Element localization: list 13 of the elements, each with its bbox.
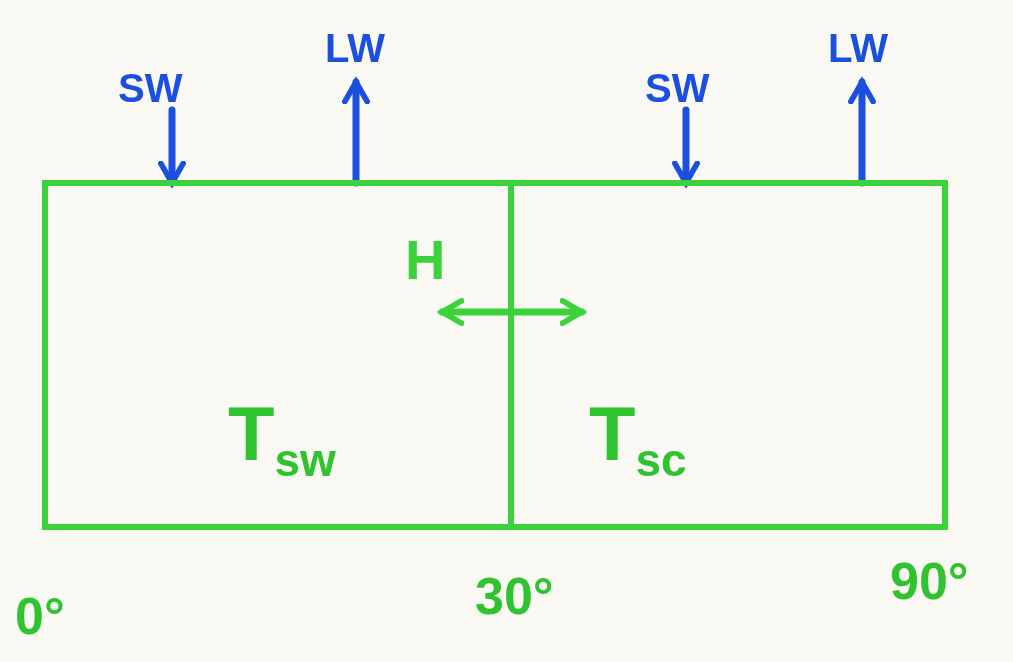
arrow xyxy=(672,106,700,187)
latitude-label: 90° xyxy=(890,555,969,607)
edge-label: LW xyxy=(325,28,385,68)
double-arrow xyxy=(438,298,586,326)
edge-label: LW xyxy=(828,28,888,68)
edge-label: SW xyxy=(645,68,710,108)
temperature-label: T$_{sc}$ xyxy=(589,396,687,484)
arrow xyxy=(158,106,186,187)
temperature-label: T$_{sw}$ xyxy=(228,396,336,484)
latitude-label: 0° xyxy=(15,590,65,642)
latitude-label: 30° xyxy=(475,570,554,622)
edge-label: H xyxy=(405,232,446,288)
edge-label: SW xyxy=(118,68,183,108)
